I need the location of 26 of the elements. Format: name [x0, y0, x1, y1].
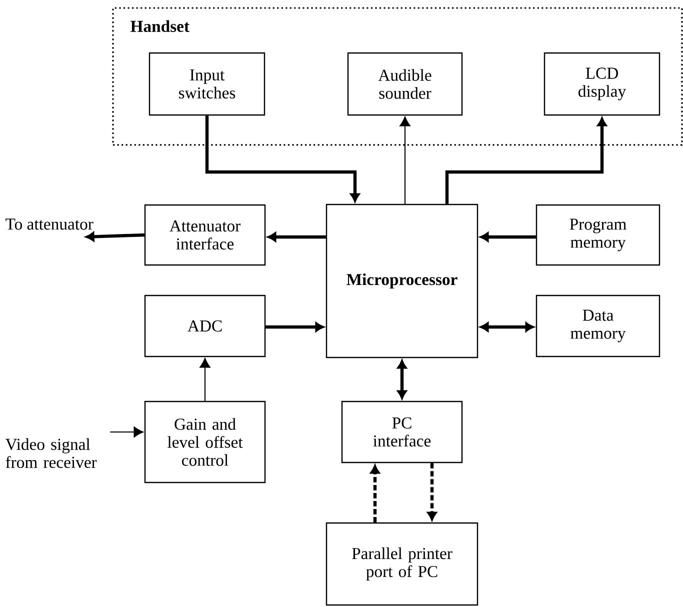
memory-box: Program memory	[536, 204, 660, 266]
memory-box: Data memory	[536, 294, 660, 358]
dashed-arrow	[427, 463, 437, 520]
arrow	[86, 232, 144, 242]
arrow	[445, 118, 607, 204]
arrow	[480, 232, 536, 242]
double-arrow	[480, 322, 534, 332]
arrow	[205, 116, 360, 202]
interface-box: Attenuator interface	[144, 204, 266, 266]
arrow	[266, 322, 324, 332]
signal-label: To attenuator	[6, 218, 94, 230]
arrow	[400, 116, 410, 204]
port-box: Parallel printer port of PC	[326, 522, 478, 606]
processor-box: Microprocessor	[326, 204, 478, 358]
double-arrow	[397, 360, 407, 399]
component-box: LCD display	[544, 52, 660, 116]
signal-label: Video signal from receiver	[5, 438, 97, 468]
converter-box: ADC	[144, 294, 266, 358]
control-box: Gain and level offset control	[144, 400, 266, 484]
arrow	[110, 426, 144, 438]
component-box: Input switches	[148, 52, 266, 116]
arrow	[200, 358, 210, 401]
arrow	[268, 232, 326, 242]
interface-box: PC interface	[341, 400, 463, 464]
component-box: Audible sounder	[347, 52, 463, 116]
dashed-arrow	[370, 465, 380, 522]
